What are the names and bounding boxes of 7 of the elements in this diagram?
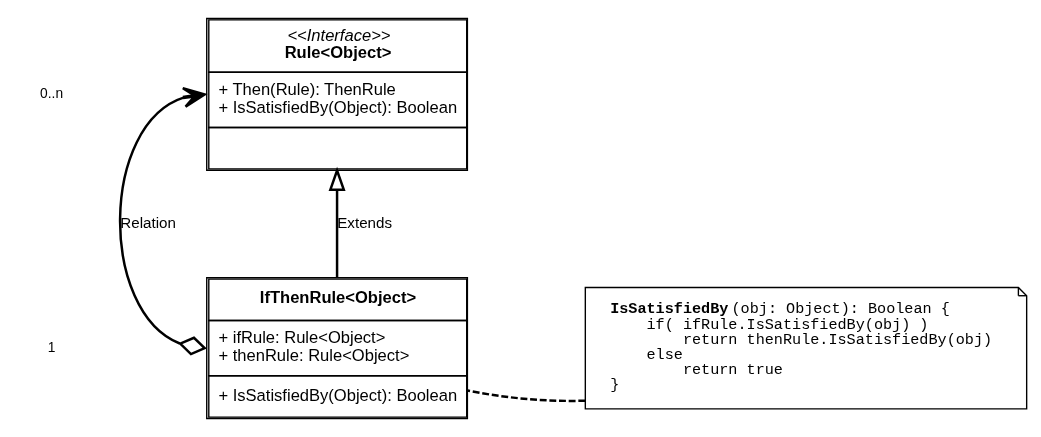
arrow bbox=[328, 166, 346, 278]
arrow bbox=[118, 86, 207, 356]
connector bbox=[467, 389, 586, 403]
label: 1 bbox=[47, 339, 56, 355]
label: 0..n bbox=[40, 85, 64, 101]
edge-label: Extends bbox=[337, 213, 393, 231]
edge-label: Relation bbox=[120, 213, 176, 231]
